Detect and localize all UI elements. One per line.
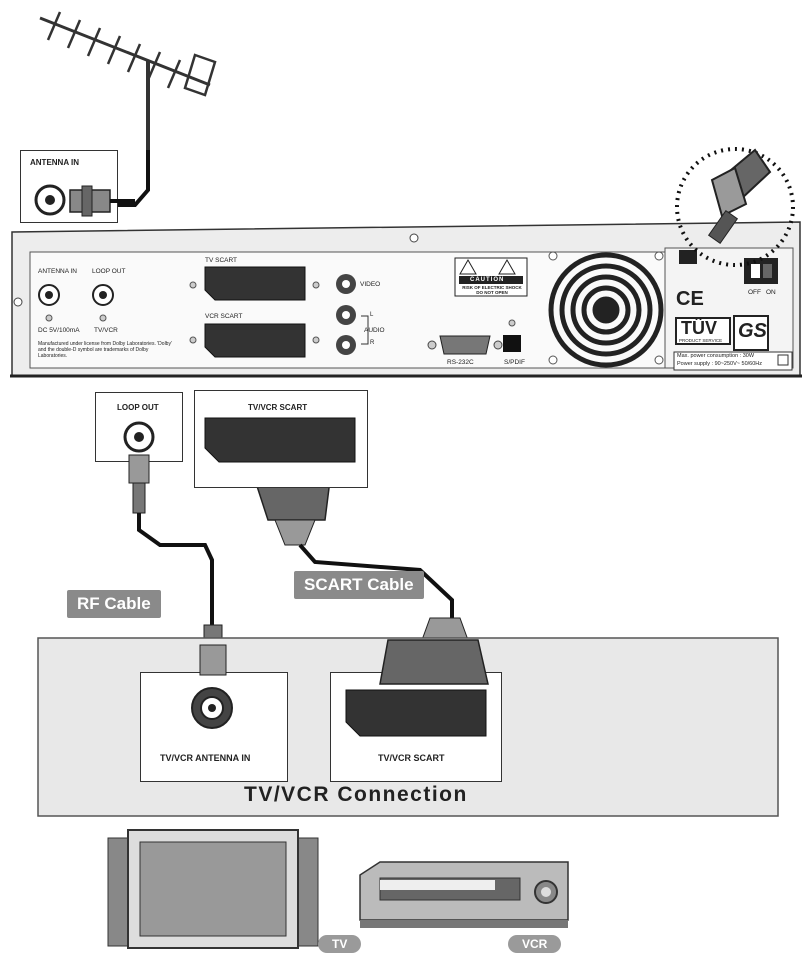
power-socket xyxy=(679,250,697,264)
loop-out-box-label: LOOP OUT xyxy=(117,403,159,412)
tuv-sub-label: PRODUCT SERVICE xyxy=(679,338,723,343)
power-switch xyxy=(744,258,778,284)
panel-video-rca-jack xyxy=(336,274,356,294)
tv-label: TV xyxy=(318,935,362,953)
panel-tv-scart-port xyxy=(189,266,320,301)
panel-video-label: VIDEO xyxy=(360,281,381,288)
panel-loop-out-label: LOOP OUT xyxy=(92,268,126,275)
panel-audio-r-label: R xyxy=(370,340,375,346)
tuv-label: TÜV xyxy=(681,318,717,338)
antenna-icon xyxy=(39,11,217,150)
power-consumption-label: Max. power consumption : 30W xyxy=(677,353,755,359)
connection-title: TV/VCR Connection xyxy=(244,783,468,806)
tv-icon xyxy=(107,829,319,949)
panel-tv-scart-label: TV SCART xyxy=(205,257,238,264)
caution-label xyxy=(454,257,528,297)
scart-cable-callout: SCART Cable xyxy=(294,571,424,599)
panel-dolby-note: Manufactured under license from Dolby La… xyxy=(38,341,172,359)
panel-tvvcr-label: TV/VCR xyxy=(94,327,118,334)
gs-mark xyxy=(733,315,769,351)
panel-audio-l-rca-jack xyxy=(336,305,356,325)
gs-label: GS xyxy=(738,320,767,342)
switch-on-label: ON xyxy=(766,289,776,296)
panel-vcr-scart-label: VCR SCART xyxy=(205,313,243,320)
tv-scart-label: TV/VCR SCART xyxy=(378,753,445,763)
ce-mark-label: CE xyxy=(676,288,704,310)
plug-highlight-circle xyxy=(675,147,795,267)
panel-spdif-port xyxy=(503,319,521,352)
panel-rs232c-port xyxy=(427,335,503,355)
vcr-icon xyxy=(359,861,569,928)
panel-antenna-in-label: ANTENNA IN xyxy=(38,268,78,275)
rf-cable-callout: RF Cable xyxy=(67,590,161,618)
caution-title: CAUTION xyxy=(470,277,505,283)
panel-antenna-in-connector xyxy=(38,284,60,322)
panel-vcr-scart-port xyxy=(189,323,320,358)
panel-dc-power-label: DC 5V/100mA xyxy=(38,327,80,334)
panel-spdif-label: S/PDIF xyxy=(504,359,525,366)
tv-antenna-in-label: TV/VCR ANTENNA IN xyxy=(160,753,251,763)
switch-off-label: OFF xyxy=(748,289,761,296)
antenna-in-box-label: ANTENNA IN xyxy=(30,158,80,167)
panel-audio-label: AUDIO xyxy=(364,327,385,334)
power-supply-label: Power supply : 90~250V~ 50/60Hz xyxy=(677,361,763,367)
panel-rs232c-label: RS-232C xyxy=(447,359,474,366)
panel-audio-l-label: L xyxy=(370,312,374,318)
power-plug-icon xyxy=(707,148,772,244)
tvvcr-scart-box-label: TV/VCR SCART xyxy=(248,403,308,412)
vcr-label: VCR xyxy=(508,935,562,953)
fan-grille xyxy=(548,252,664,368)
tuv-mark xyxy=(675,317,731,345)
panel-audio-r-rca-jack xyxy=(336,335,356,355)
caution-text: RISK OF ELECTRIC SHOCK DO NOT OPEN xyxy=(462,285,522,295)
panel-loop-out-connector xyxy=(92,284,114,322)
